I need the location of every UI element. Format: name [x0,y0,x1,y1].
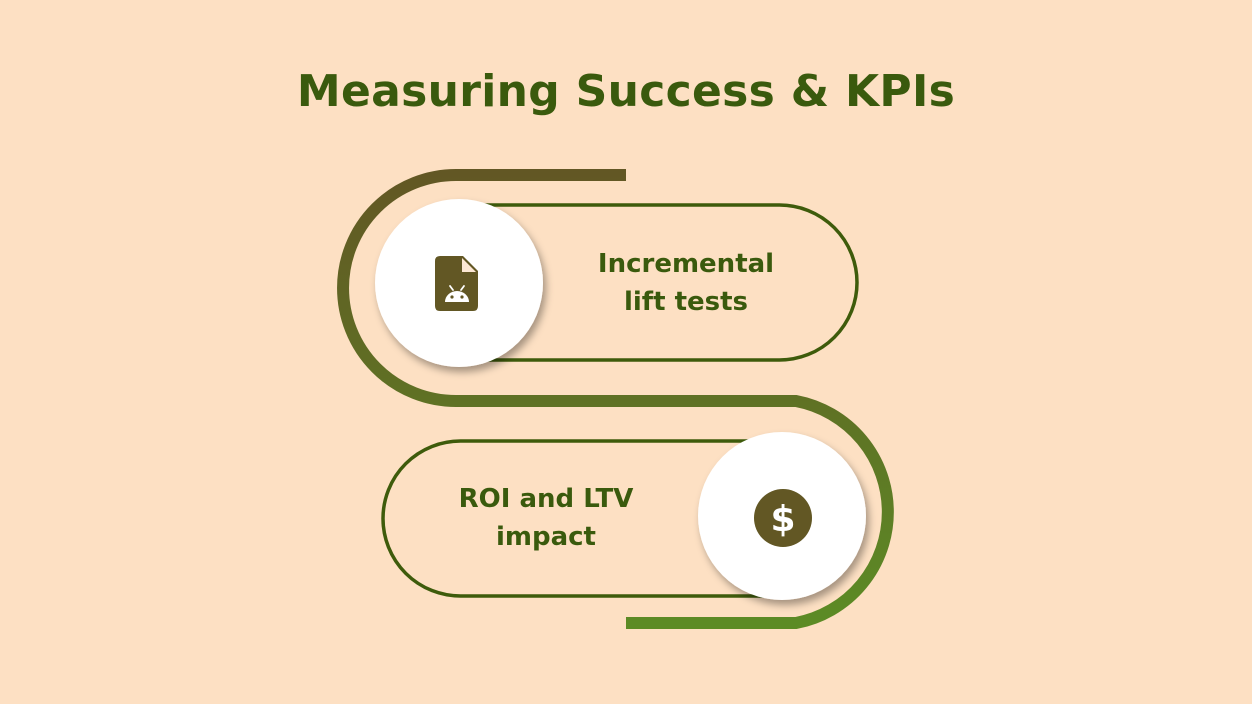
step-1-label-line1: Incremental [597,249,775,279]
dollar-icon: $ [754,489,812,547]
step-2-label: ROI and LTV impact [426,481,666,556]
step-1-label-line2: lift tests [623,286,749,317]
svg-text:$: $ [770,499,795,540]
step-1-label: Incremental lift tests [566,246,806,321]
step-2-label-line2: impact [495,521,596,552]
page-title: Measuring Success & KPIs [296,66,956,117]
step-2-label-line1: ROI and LTV [458,484,634,514]
android-file-icon [435,256,478,311]
connector-path [337,169,894,629]
